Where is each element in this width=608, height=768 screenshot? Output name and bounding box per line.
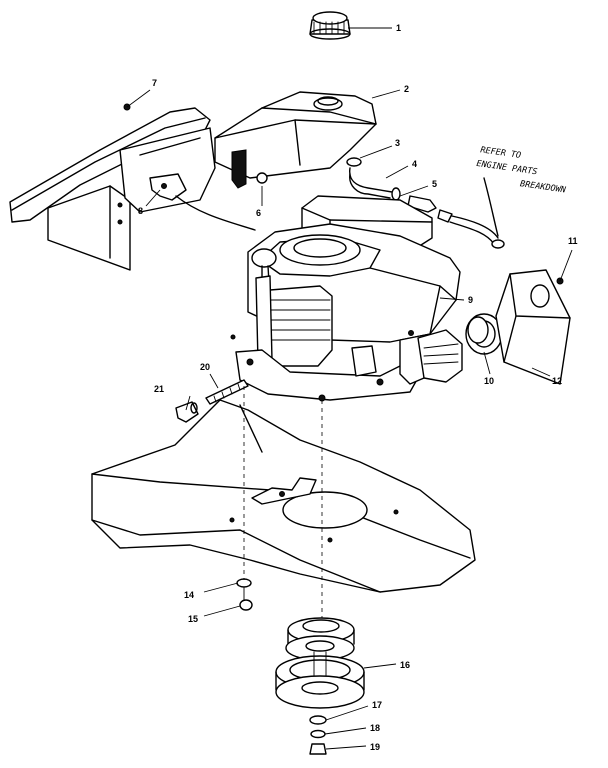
alignment-lines <box>243 386 323 618</box>
callout-10: 10 <box>484 376 494 386</box>
fuel-cap <box>309 11 351 40</box>
note-line-1: REFER TO <box>480 145 522 161</box>
note-line-2: ENGINE PARTS <box>476 159 538 177</box>
throttle-bracket <box>149 173 256 231</box>
callout-18: 18 <box>370 723 380 733</box>
pulley-fasteners <box>309 715 327 755</box>
note-line-3: BREAKDOWN <box>519 179 567 195</box>
callout-6: 6 <box>256 208 261 218</box>
bushing-shaft <box>175 379 249 423</box>
callout-1: 1 <box>396 23 401 33</box>
refer-pointer <box>483 177 499 237</box>
engine-pulley <box>275 617 365 709</box>
fuel-tank <box>214 91 377 189</box>
callout-15: 15 <box>188 614 198 624</box>
callout-9: 9 <box>468 295 473 305</box>
washer-bolt <box>236 578 253 611</box>
callout-19: 19 <box>370 742 380 752</box>
engine-parts-note: REFER TO ENGINE PARTS BREAKDOWN <box>476 145 567 195</box>
engine-block <box>230 195 463 402</box>
callout-12: 12 <box>552 376 562 386</box>
leader-lines <box>126 27 573 750</box>
callout-16: 16 <box>400 660 410 670</box>
heat-shield <box>495 269 571 385</box>
callout-11: 11 <box>568 236 578 246</box>
callout-20: 20 <box>200 362 210 372</box>
callout-labels: 1 2 3 4 5 6 7 8 9 10 11 12 14 15 16 17 1… <box>138 23 578 752</box>
callout-21: 21 <box>154 384 164 394</box>
callout-2: 2 <box>404 84 409 94</box>
callout-8: 8 <box>138 206 143 216</box>
callout-17: 17 <box>372 700 382 710</box>
callout-5: 5 <box>432 179 437 189</box>
callout-4: 4 <box>412 159 417 169</box>
fuel-line <box>346 157 505 249</box>
dash-shroud <box>9 103 216 271</box>
callout-3: 3 <box>395 138 400 148</box>
callout-14: 14 <box>184 590 194 600</box>
mower-deck <box>91 399 476 593</box>
callout-7: 7 <box>152 78 157 88</box>
